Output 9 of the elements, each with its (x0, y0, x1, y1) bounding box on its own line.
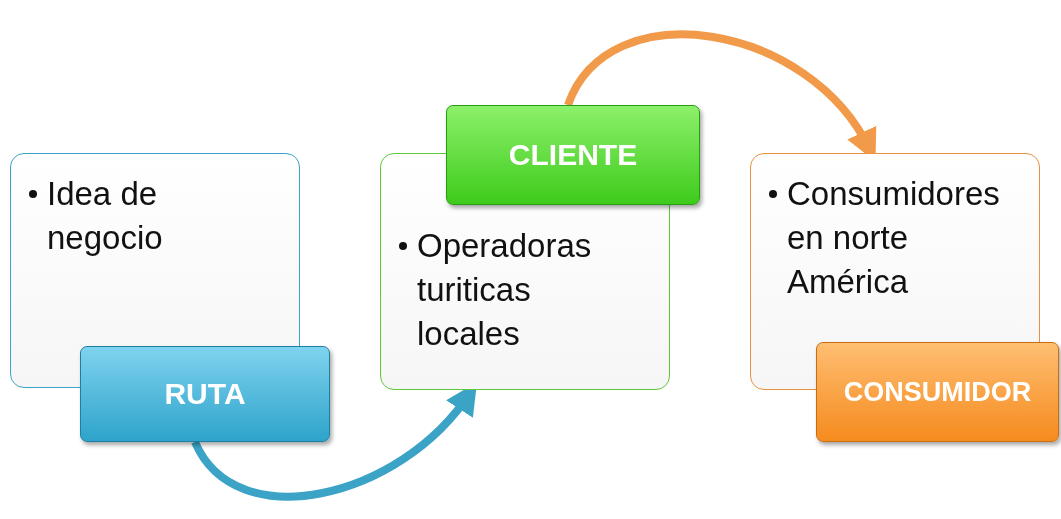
tab-label: CLIENTE (508, 138, 638, 172)
tab-label: CONSUMIDOR (843, 376, 1032, 408)
bullet-text: Idea de negocio (47, 174, 164, 258)
bullet-text: Operadoras turiticas locales (417, 226, 593, 354)
tab-label: RUTA (164, 377, 246, 411)
label-tab (816, 342, 1059, 442)
bullet-text: Consumidores en norte América (787, 174, 1001, 302)
label-tab (80, 346, 330, 442)
label-tab (446, 105, 700, 205)
